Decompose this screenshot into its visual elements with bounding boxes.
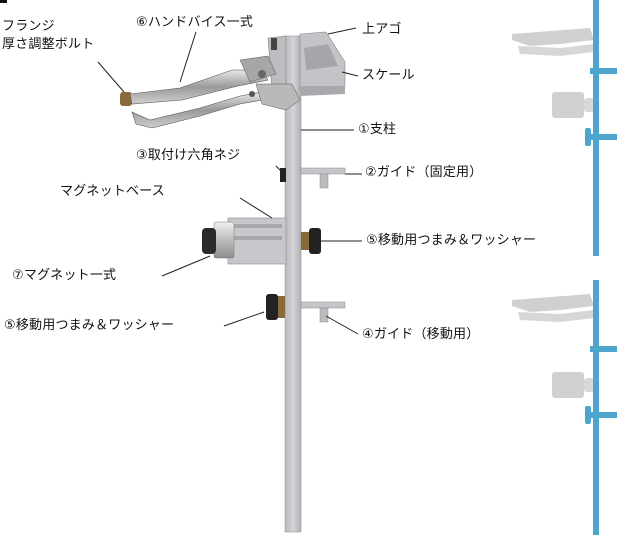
leader-magnet-set — [161, 255, 211, 277]
mirror-guide-moving — [590, 134, 617, 140]
knob-lower — [266, 294, 278, 320]
mirror-guide-fixed — [590, 346, 617, 352]
label-knob-washer-upper: ⑤移動用つまみ＆ワッシャー — [366, 233, 537, 248]
guide-fixed-foot — [319, 173, 329, 189]
label-guide-fixed: ②ガイド（固定用） — [365, 165, 483, 180]
label-column: ①支柱 — [358, 122, 397, 137]
label-guide-moving: ④ガイド（移動用） — [362, 327, 480, 342]
label-flange-bolt-line2: 厚さ調整ボルト — [2, 37, 95, 52]
mirror-vise-upper — [512, 294, 594, 312]
label-upper-jaw: 上アゴ — [362, 22, 402, 37]
guide-moving-foot — [319, 307, 329, 323]
label-hand-vise: ⑥ハンドバイス一式 — [136, 15, 254, 30]
hand-vise — [120, 38, 301, 129]
guide-moving — [300, 301, 346, 309]
mirror-preview-upper — [512, 0, 617, 256]
mirror-vise-upper — [512, 28, 594, 46]
leader-knob-lower — [223, 311, 265, 327]
mirror-knob — [584, 378, 594, 392]
magnet-base-groove — [232, 224, 282, 228]
leader-flange-bolt — [97, 61, 125, 93]
hex-screw — [280, 168, 286, 182]
leader-hand-vise — [179, 31, 197, 83]
vise-screw — [271, 38, 277, 50]
mirror-knob-blue — [585, 406, 591, 424]
scale — [300, 86, 345, 96]
mirror-guide-moving — [590, 412, 617, 418]
label-hex-screw: ③取付け六角ネジ — [136, 148, 241, 163]
label-knob-washer-lower: ⑤移動用つまみ＆ワッシャー — [4, 318, 175, 333]
label-magnet-base: マグネットベース — [60, 184, 165, 199]
magnet-base-groove — [232, 236, 282, 240]
vise-upper-handle — [129, 69, 269, 105]
leader-hex-screw — [275, 165, 283, 173]
mirror-column-upper — [593, 0, 599, 256]
vise-rivet — [249, 91, 255, 97]
washer-lower — [276, 296, 285, 318]
corner-mark — [0, 0, 7, 3]
flange-bolt — [120, 92, 132, 106]
mirror-magnet — [552, 92, 584, 118]
leader-upper-jaw — [327, 27, 357, 35]
leader-magnet-base — [239, 197, 273, 219]
mirror-guide-fixed — [590, 68, 617, 74]
vise-rivet — [258, 70, 266, 78]
mirror-preview-lower — [512, 280, 617, 535]
washer-upper — [301, 232, 309, 250]
guide-fixed — [300, 167, 346, 175]
mirror-knob-blue — [585, 128, 591, 146]
label-flange-bolt-line1: フランジ — [2, 19, 55, 34]
column — [284, 35, 302, 533]
leader-lines — [97, 27, 362, 335]
mirror-magnet — [552, 372, 584, 398]
label-scale: スケール — [362, 68, 415, 83]
leader-guide-moving — [325, 315, 359, 335]
mirror-vise-lower — [518, 310, 594, 322]
magnet-knob — [202, 228, 216, 254]
mirror-column-lower — [593, 280, 599, 535]
knob-upper — [309, 228, 321, 254]
vise-jaw — [255, 83, 301, 111]
mirror-knob — [584, 98, 594, 112]
leader-scale — [341, 71, 359, 77]
magnet — [213, 221, 235, 259]
vise-body — [239, 55, 277, 83]
upper-jaw-shade — [304, 44, 338, 70]
mirror-vise-lower — [518, 44, 594, 56]
label-magnet-set: ⑦マグネット一式 — [12, 268, 117, 283]
